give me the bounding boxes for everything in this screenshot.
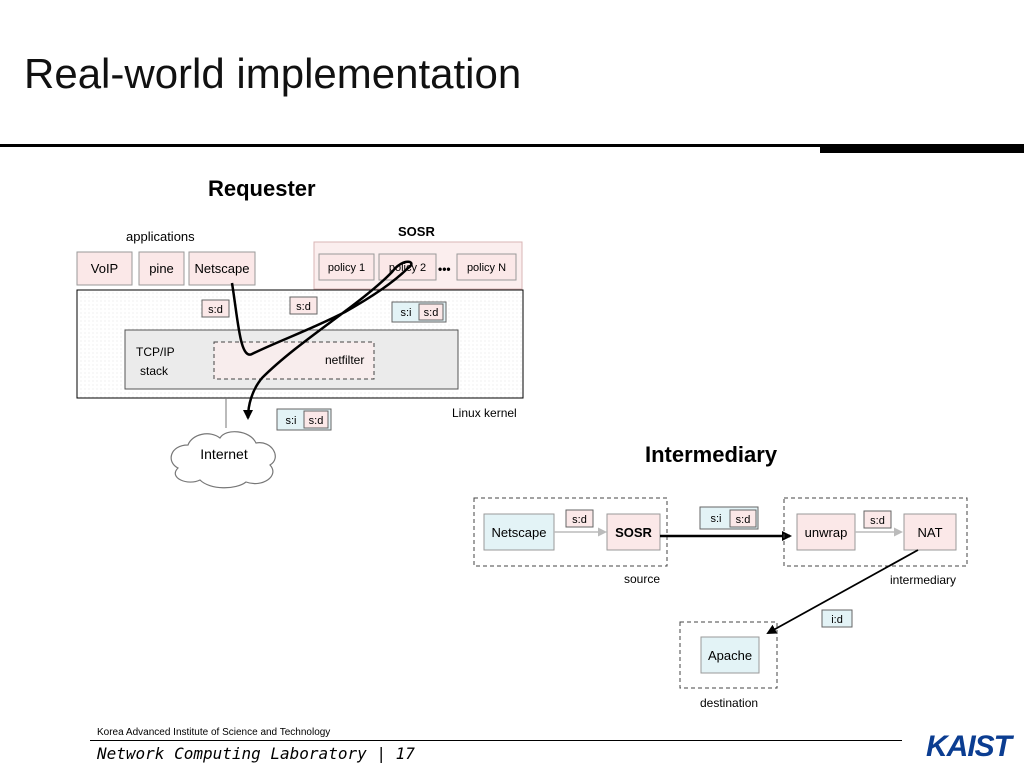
apache-box: Apache bbox=[700, 636, 760, 674]
tag-si-sd-bottom: s:i s:d bbox=[276, 408, 332, 431]
svg-text:s:d: s:d bbox=[309, 415, 324, 427]
svg-text:policy 1: policy 1 bbox=[328, 262, 365, 274]
app-voip: VoIP bbox=[76, 251, 133, 286]
svg-text:s:d: s:d bbox=[736, 514, 751, 526]
netfilter-label: netfilter bbox=[325, 353, 364, 367]
title-rule-accent bbox=[820, 144, 1024, 153]
svg-text:Netscape: Netscape bbox=[195, 261, 250, 276]
footer-lab-page: Network Computing Laboratory | 17 bbox=[97, 744, 415, 763]
destination-box: destination bbox=[679, 621, 778, 710]
intermediary-netscape: Netscape bbox=[483, 513, 555, 551]
nat-box: NAT bbox=[903, 513, 957, 551]
tag-source-sd: s:d bbox=[565, 509, 594, 528]
tag-si-sd-top: s:i s:d bbox=[391, 301, 447, 323]
footer-rule bbox=[90, 740, 902, 741]
policy-n: policy N bbox=[456, 253, 517, 281]
svg-text:SOSR: SOSR bbox=[615, 525, 652, 540]
svg-text:s:i: s:i bbox=[711, 513, 722, 525]
svg-text:s:i: s:i bbox=[401, 307, 412, 319]
internet-cloud-icon: Internet bbox=[170, 431, 276, 489]
intermediary-sosr: SOSR bbox=[606, 513, 661, 551]
policy-1: policy 1 bbox=[318, 253, 375, 281]
source-label: source bbox=[624, 572, 660, 586]
policy-ellipsis: ••• bbox=[438, 262, 451, 276]
tag-dest-id: i:d bbox=[821, 609, 853, 628]
svg-text:s:d: s:d bbox=[296, 301, 311, 313]
svg-text:s:i: s:i bbox=[286, 415, 297, 427]
intermediary-box: intermediary bbox=[783, 497, 968, 587]
netfilter-box: netfilter bbox=[213, 341, 375, 380]
requester-packet-path bbox=[230, 260, 413, 420]
tag-sd-left: s:d bbox=[201, 299, 230, 318]
destination-label: destination bbox=[700, 696, 758, 710]
svg-text:Apache: Apache bbox=[708, 648, 752, 663]
svg-text:policy N: policy N bbox=[467, 262, 506, 274]
svg-text:i:d: i:d bbox=[831, 614, 843, 626]
tag-sd-mid: s:d bbox=[289, 296, 318, 315]
svg-text:NAT: NAT bbox=[917, 525, 942, 540]
footer-institution: Korea Advanced Institute of Science and … bbox=[97, 727, 331, 738]
intermediary-label: intermediary bbox=[890, 573, 956, 587]
kaist-logo: KAIST bbox=[926, 730, 1012, 763]
applications-label: applications bbox=[126, 229, 195, 244]
svg-text:s:d: s:d bbox=[208, 304, 223, 316]
svg-text:s:d: s:d bbox=[424, 307, 439, 319]
tcpip-label-line1: TCP/IP bbox=[136, 345, 175, 359]
svg-text:s:d: s:d bbox=[870, 515, 885, 527]
title-rule bbox=[0, 144, 820, 147]
source-box: source bbox=[473, 497, 668, 586]
tcpip-label-line2: stack bbox=[140, 364, 169, 378]
requester-heading: Requester bbox=[208, 176, 316, 201]
svg-text:Netscape: Netscape bbox=[492, 525, 547, 540]
svg-text:unwrap: unwrap bbox=[805, 525, 848, 540]
svg-text:s:d: s:d bbox=[572, 514, 587, 526]
unwrap-box: unwrap bbox=[796, 513, 856, 551]
svg-text:VoIP: VoIP bbox=[91, 261, 118, 276]
nat-to-apache-arrow bbox=[766, 549, 919, 634]
app-pine: pine bbox=[138, 251, 185, 286]
linux-kernel-label: Linux kernel bbox=[452, 406, 517, 420]
slide-title: Real-world implementation bbox=[24, 50, 522, 97]
sosr-label: SOSR bbox=[398, 224, 435, 239]
tag-link-si-sd: s:i s:d bbox=[699, 506, 759, 530]
app-netscape: Netscape bbox=[188, 251, 256, 286]
intermediary-heading: Intermediary bbox=[645, 442, 778, 467]
tag-intermediary-sd: s:d bbox=[863, 510, 892, 529]
svg-text:pine: pine bbox=[149, 261, 174, 276]
internet-label: Internet bbox=[200, 446, 248, 462]
